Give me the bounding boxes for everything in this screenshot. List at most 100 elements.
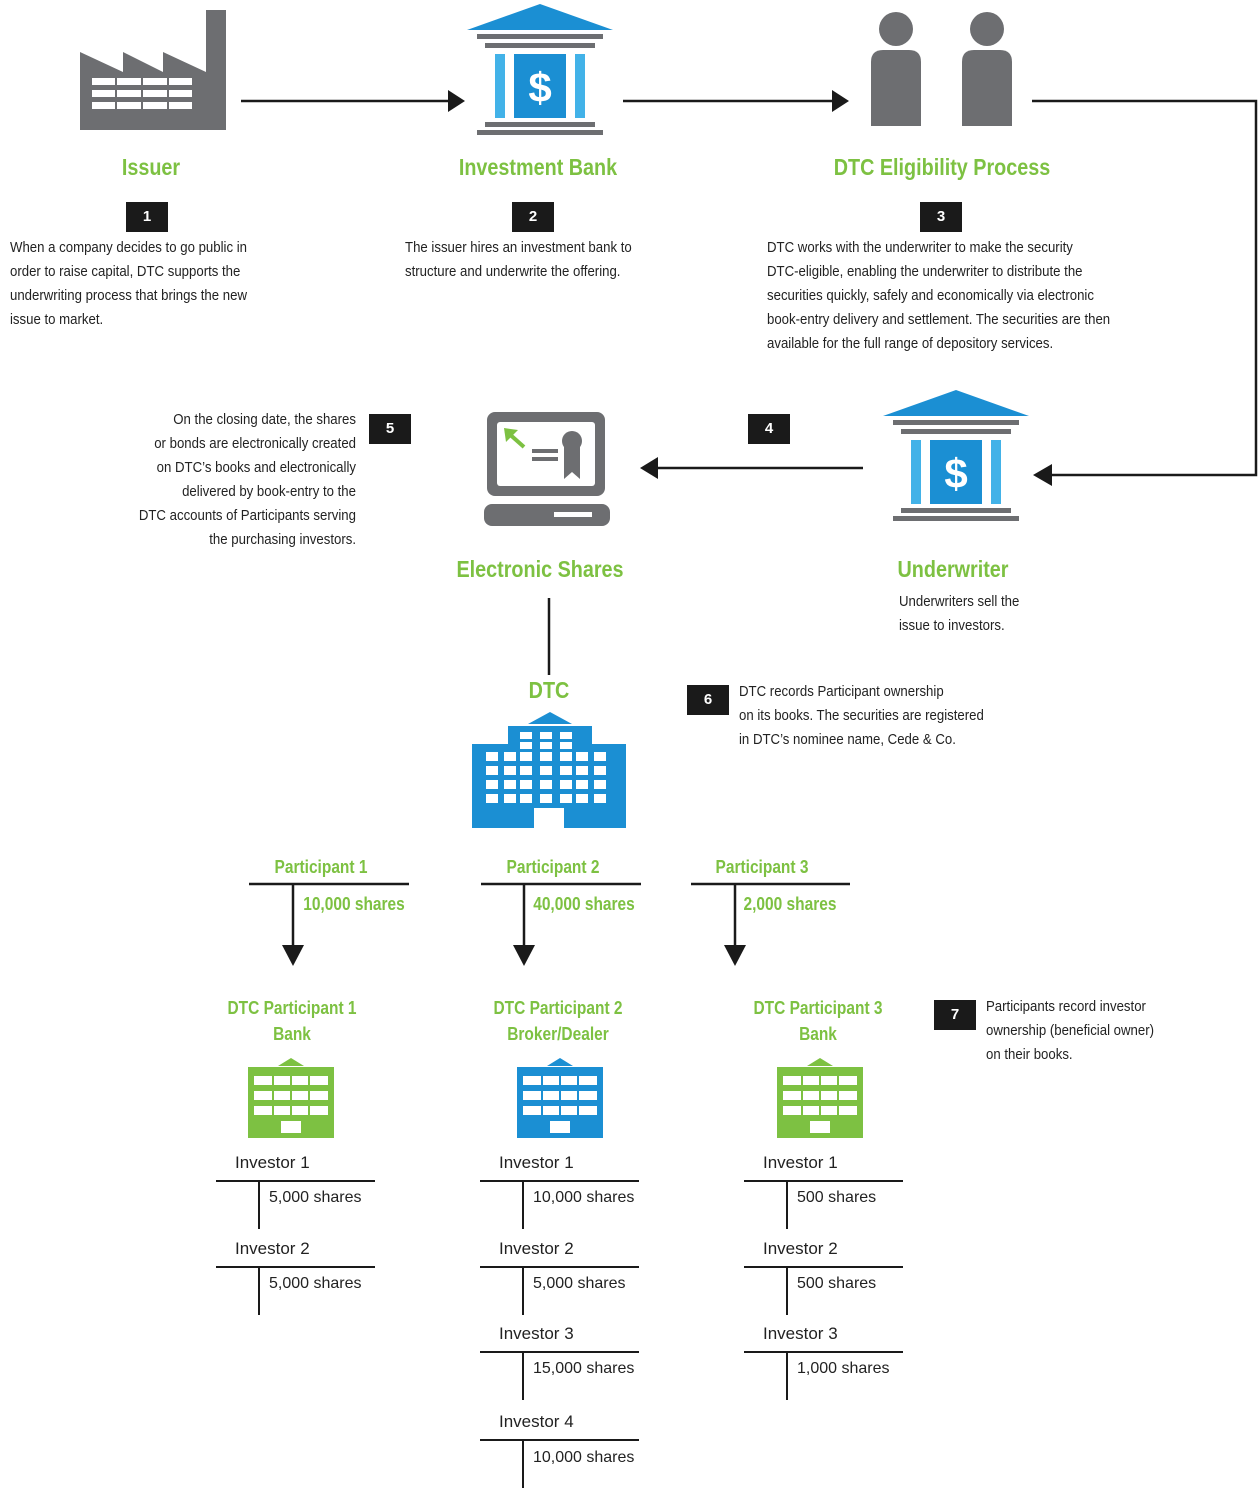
step-7-badge: 7 — [934, 1000, 976, 1030]
window — [576, 780, 588, 789]
step-6-badge: 6 — [687, 685, 729, 715]
p1-investor-2-shares: 5,000 shares — [269, 1275, 362, 1292]
p2-investor-3-name: Investor 3 — [499, 1324, 574, 1343]
window — [576, 766, 588, 775]
participant-2-label: Participant 2 — [506, 857, 600, 877]
investor-ledger-lines — [216, 1180, 903, 1488]
window — [520, 780, 532, 789]
bank-icon: $ — [883, 390, 1029, 521]
p2-investor-1-shares: 10,000 shares — [533, 1189, 635, 1206]
window — [560, 794, 572, 803]
p2-investor-2-shares: 5,000 shares — [533, 1275, 626, 1292]
p1-investor-2-name: Investor 2 — [235, 1239, 310, 1258]
window — [504, 752, 516, 761]
window — [594, 780, 606, 789]
eligibility-title: DTC Eligibility Process — [833, 154, 1051, 180]
arrowhead-down-p2 — [513, 945, 535, 966]
underwriter-description: Underwriters sell the issue to investors… — [899, 593, 1020, 634]
investment-bank-title: Investment Bank — [458, 154, 618, 180]
dtc-participant-2-name: DTC Participant 2 Broker/Dealer — [493, 998, 623, 1044]
step-3-badge: 3 — [920, 202, 962, 232]
dtc-participant-1-name: DTC Participant 1 Bank — [227, 998, 357, 1044]
dtc-participant-3-name: DTC Participant 3 Bank — [753, 998, 883, 1044]
computer-certificate-icon — [484, 412, 610, 526]
office-building-icon — [472, 712, 626, 828]
p3-investor-2-name: Investor 2 — [763, 1239, 838, 1258]
window — [576, 794, 588, 803]
step-5-badge: 5 — [369, 414, 411, 444]
line-eligibility-to-underwriter — [1032, 99, 1258, 477]
window — [540, 780, 552, 789]
window — [594, 752, 606, 761]
window — [486, 780, 498, 789]
step-4-badge: 4 — [748, 414, 790, 444]
electronic-shares-description: On the closing date, the shares or bonds… — [138, 411, 356, 548]
step-1-badge: 1 — [126, 202, 168, 232]
window — [520, 766, 532, 775]
building-icon — [248, 1058, 334, 1138]
svg-text:$: $ — [528, 64, 551, 111]
p2-investor-2-name: Investor 2 — [499, 1239, 574, 1258]
window — [560, 766, 572, 775]
p3-investor-3-shares: 1,000 shares — [797, 1360, 890, 1377]
window — [540, 742, 552, 749]
window — [560, 752, 572, 761]
arrowhead-right-2 — [832, 90, 849, 112]
window — [594, 766, 606, 775]
participant-1-label: Participant 1 — [274, 857, 368, 877]
p1-investor-1-name: Investor 1 — [235, 1153, 310, 1172]
participant-3-label: Participant 3 — [715, 857, 809, 877]
investment-bank-description: The issuer hires an investment bank to s… — [405, 239, 632, 280]
window — [540, 732, 552, 739]
eligibility-description: DTC works with the underwriter to make t… — [767, 239, 1111, 352]
p3-investor-1-shares: 500 shares — [797, 1189, 877, 1206]
people-icon — [871, 12, 1012, 126]
bank-icon: $ — [467, 4, 613, 135]
p3-investor-1-name: Investor 1 — [763, 1153, 838, 1172]
arrowhead-left-underwriter — [1033, 464, 1052, 486]
svg-text:$: $ — [944, 450, 967, 497]
p2-investor-4-shares: 10,000 shares — [533, 1449, 635, 1466]
issuer-title: Issuer — [121, 154, 181, 180]
window — [486, 794, 498, 803]
p1-investor-1-shares: 5,000 shares — [269, 1189, 362, 1206]
window — [540, 794, 552, 803]
p3-investor-2-shares: 500 shares — [797, 1275, 877, 1292]
window — [540, 752, 552, 761]
participant-3-shares: 2,000 shares — [743, 894, 837, 914]
p3-investor-3-name: Investor 3 — [763, 1324, 838, 1343]
window — [594, 794, 606, 803]
p2-investor-3-shares: 15,000 shares — [533, 1360, 635, 1377]
window — [540, 766, 552, 775]
arrowhead-left-electronic — [640, 457, 658, 479]
arrowhead-right-1 — [448, 90, 465, 112]
step-2-badge: 2 — [512, 202, 554, 232]
window — [520, 742, 532, 749]
factory-icon — [80, 10, 226, 130]
window — [560, 742, 572, 749]
window — [504, 794, 516, 803]
dtc-description: DTC records Participant ownership on its… — [739, 683, 984, 748]
arrowhead-down-p3 — [724, 945, 746, 966]
window — [486, 766, 498, 775]
participant-2-shares: 40,000 shares — [533, 894, 635, 914]
building-icon — [777, 1058, 863, 1138]
window — [520, 732, 532, 739]
participant-1-shares: 10,000 shares — [303, 894, 405, 914]
p2-investor-1-name: Investor 1 — [499, 1153, 574, 1172]
window — [576, 752, 588, 761]
arrowhead-down-p1 — [282, 945, 304, 966]
issuer-description: When a company decides to go public in o… — [10, 239, 248, 328]
building-icon — [517, 1058, 603, 1138]
p2-investor-4-name: Investor 4 — [499, 1412, 574, 1431]
window — [560, 780, 572, 789]
window — [520, 794, 532, 803]
underwriter-title: Underwriter — [897, 556, 1009, 582]
dtc-title: DTC — [528, 677, 570, 703]
window — [504, 766, 516, 775]
window — [486, 752, 498, 761]
window — [520, 752, 532, 761]
record-ownership-description: Participants record investor ownership (… — [986, 998, 1155, 1063]
window — [504, 780, 516, 789]
